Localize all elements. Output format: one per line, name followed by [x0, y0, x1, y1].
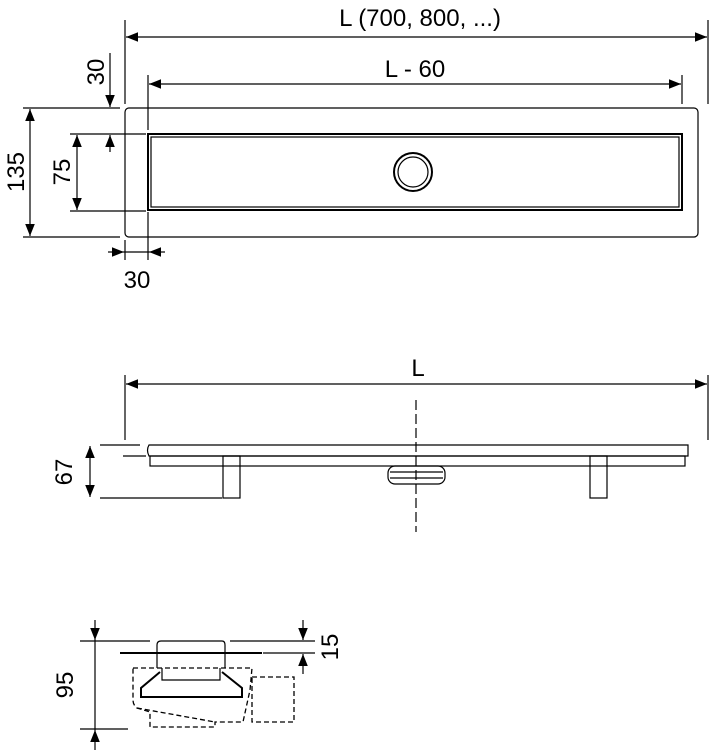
channel-outline: [124, 107, 699, 238]
outlet-inner-circle: [397, 156, 429, 188]
support-leg-right: [589, 455, 608, 499]
support-leg-left: [222, 455, 241, 499]
grate-inner: [150, 136, 680, 208]
end-margin-label: 30: [124, 267, 151, 294]
overall-length-label: L (700, 800, ...): [339, 5, 501, 32]
total-height-label: 95: [52, 672, 79, 699]
length-label: L: [411, 355, 424, 382]
outlet-slope-dashed: [136, 707, 216, 723]
channel-top-plate: [146, 444, 689, 457]
grate-outline: [147, 133, 683, 211]
side-outlet-dashed: [251, 676, 295, 723]
top-view: L (700, 800, ...) L - 60 135 75 30 30: [3, 5, 709, 294]
grate-width-label: 75: [49, 159, 76, 186]
side-view: L 67: [51, 355, 709, 532]
overall-width-label: 135: [3, 152, 30, 192]
channel-body-section: [140, 671, 243, 698]
grate-insert: [161, 668, 221, 681]
height-label: 67: [51, 459, 78, 486]
channel-body: [149, 455, 686, 467]
grate-length-label: L - 60: [385, 56, 445, 83]
outlet-outline-dashed: [132, 667, 253, 728]
section-view: 95 15: [52, 620, 344, 750]
side-margin-label: 30: [83, 59, 110, 86]
grate-section: [156, 640, 226, 668]
outlet-circle: [393, 152, 433, 192]
grate-height-label: 15: [317, 634, 344, 661]
